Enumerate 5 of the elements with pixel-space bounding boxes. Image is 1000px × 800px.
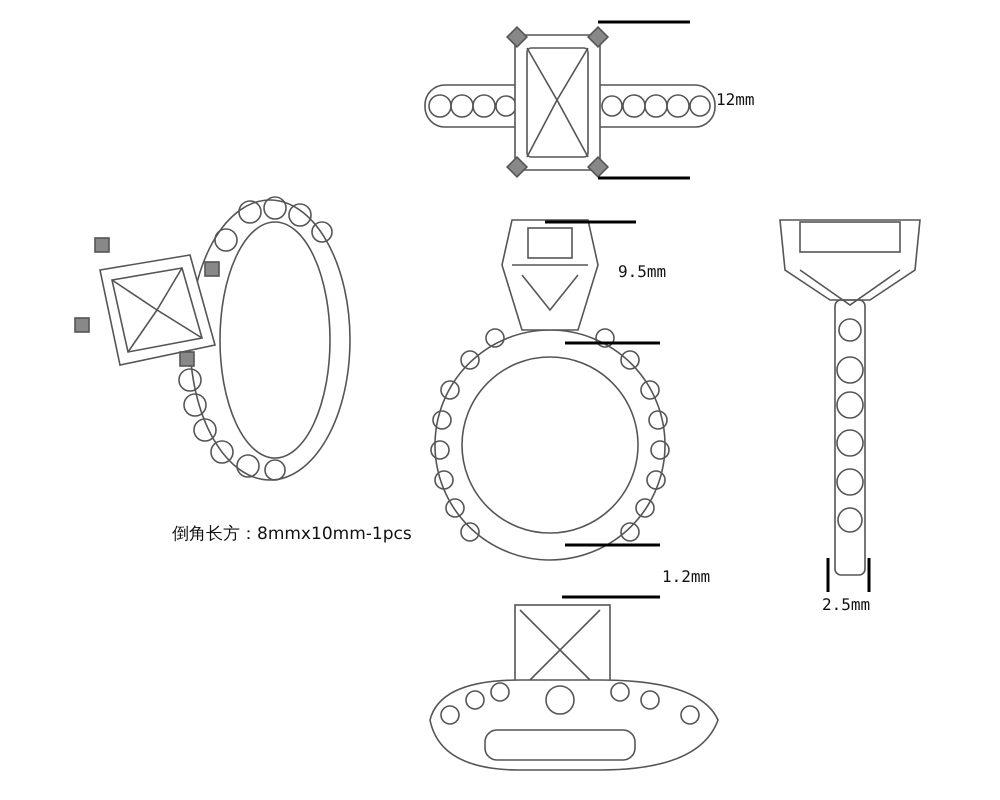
dimension-label: 12mm bbox=[716, 90, 755, 109]
dimension-label: 9.5mm bbox=[618, 262, 666, 281]
dimension-label: 2.5mm bbox=[822, 595, 870, 614]
dimension-label: 1.2mm bbox=[662, 567, 710, 586]
stone-spec-note: 倒角长方：8mmx10mm-1pcs bbox=[172, 523, 412, 545]
